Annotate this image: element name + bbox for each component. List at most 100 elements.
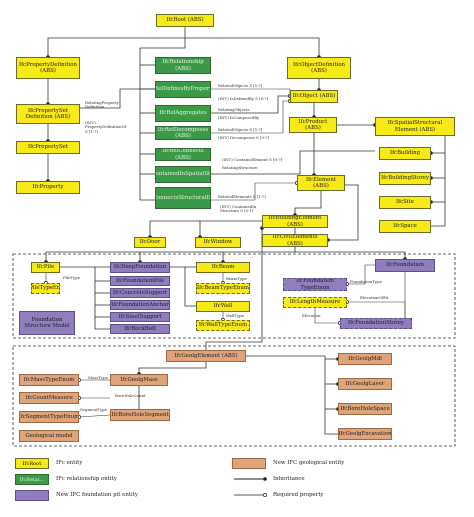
connector-line bbox=[198, 220, 262, 239]
node-geolmass: IfcGeolgMass bbox=[110, 374, 168, 386]
node-borespace: IfcBoreHoleSpace bbox=[338, 403, 392, 415]
edge-label-wall-type: WallType bbox=[226, 313, 245, 318]
node-rel1: IfcRelationship (ABS) bbox=[155, 57, 211, 74]
node-boreseg: IfcBoreHoleSegment bbox=[110, 409, 170, 421]
foundation-pit-region bbox=[12, 253, 456, 339]
connector-line bbox=[326, 184, 359, 242]
node-rel6: IfcRelContainedInSpatialStructure bbox=[155, 166, 211, 183]
node-geoelement: IfcGeolgElement (ABS) bbox=[166, 350, 246, 362]
node-propset: IfcPropertySet bbox=[16, 141, 80, 154]
node-countmeasure: IfcCountMeasure bbox=[19, 392, 79, 404]
legend-rel-swatch: IfcRelat... bbox=[15, 474, 49, 485]
legend-ifc-text: IFc entity bbox=[56, 460, 83, 466]
node-civilelements: IfcCivilElements (ABS) bbox=[262, 234, 328, 247]
node-rel3: IfcRelAggregates bbox=[155, 105, 211, 122]
edge-label-elevation-ofpit: ElevationOfPit bbox=[360, 295, 389, 300]
node-window: IfcWindow bbox=[195, 237, 241, 248]
connector-line bbox=[185, 37, 321, 59]
legend-line-samples bbox=[234, 477, 267, 497]
edge-label-inv-iscomposedby: (INV) IsComposedBy bbox=[218, 115, 260, 120]
node-rel4: IfcRelDecomposes (ABS) bbox=[155, 126, 211, 140]
connector-line bbox=[293, 191, 322, 217]
connector-line bbox=[211, 88, 292, 98]
node-propdef: IfcPropertyDefinition (ABS) bbox=[16, 57, 80, 79]
node-pile: IfcPile bbox=[31, 262, 60, 273]
edge-label-inv-contained: (INV) ContainedIn Structure S [0:1] bbox=[220, 204, 257, 214]
connector-line bbox=[184, 267, 196, 307]
node-lengthmeasure: IfcLengthMeasure bbox=[283, 297, 347, 308]
edge-label-borehole-count: BoreHoleCount bbox=[115, 393, 146, 398]
edge-label-relating-props: RelatingProperty Definition bbox=[85, 100, 119, 110]
node-buildingelement: IfcBuildingElement (ABS) bbox=[262, 215, 328, 228]
node-excavation: IfcGeolgExcavation bbox=[338, 428, 392, 440]
node-rel5: IfcRelConnects (ABS) bbox=[155, 148, 211, 161]
edge-label-segment-type: SegmentType bbox=[80, 407, 108, 412]
edge-label-elevation: Elevation bbox=[302, 313, 321, 318]
node-steelsupport: IfcSteelSupport bbox=[110, 312, 170, 322]
legend-required-text: Required property bbox=[273, 492, 324, 498]
connector-line bbox=[46, 27, 186, 59]
connector-line bbox=[314, 308, 342, 325]
node-ifcroot: IfcRoot (ABS) bbox=[156, 14, 214, 27]
node-rel7: IfcRelConnectsStructuralElement bbox=[155, 187, 211, 209]
connector-line bbox=[137, 362, 207, 376]
edge-label-relating-object: RelatingObjects bbox=[218, 107, 250, 112]
connector-line bbox=[211, 95, 290, 114]
node-geolmdl: IfcGeolgMdl bbox=[338, 353, 392, 365]
connector-line bbox=[94, 267, 110, 330]
edge-label-related-objects: RelatedObjects S [1:?] bbox=[218, 83, 263, 88]
connector-line bbox=[148, 220, 200, 239]
legend-pit-swatch bbox=[15, 490, 49, 501]
node-spatial: IfcSpatialStructural Element (ABS) bbox=[375, 117, 455, 136]
node-object: IfcObject (ABS) bbox=[290, 90, 338, 103]
node-foundpile: IfcFoundationPile bbox=[110, 276, 170, 286]
node-rockbolt: IfcRockBolt bbox=[110, 324, 170, 334]
edge-label-inv-contains: (INV) ContainsElement S [0:?] bbox=[222, 157, 282, 162]
connector-line bbox=[211, 150, 375, 175]
legend-inheritance-text: Inheritance bbox=[273, 476, 305, 482]
node-deepfound: IfcDeepFoundation bbox=[110, 262, 170, 273]
node-objdef: IfcObjectDefinition (ABS) bbox=[287, 57, 351, 79]
node-beam: IfcBeam bbox=[196, 262, 250, 273]
node-property: IfcProperty bbox=[16, 181, 80, 194]
connector-line bbox=[80, 88, 155, 109]
connector-line bbox=[431, 136, 446, 227]
legend-geo-swatch bbox=[232, 458, 266, 469]
edge-label-related-objects2: RelatedObjects S [1:?] bbox=[218, 127, 263, 132]
node-geomodel: Geological model bbox=[19, 430, 79, 442]
connector-line bbox=[139, 38, 186, 201]
legend-rel-text: IFc relationship entity bbox=[56, 476, 117, 482]
edge-label-inv-decomposes: (INV) Decomposes S [0:?] bbox=[218, 135, 269, 140]
edge-label-mass-type: MassType bbox=[88, 375, 108, 380]
connector-line bbox=[44, 251, 140, 264]
node-propsetdef: IfcPropertySet Definition (ABS) bbox=[16, 104, 80, 124]
node-masstype: IfcMassTypeEnum bbox=[19, 374, 79, 386]
node-product: IfcProduct (ABS) bbox=[289, 117, 337, 133]
node-geollayer: IfcGeolgLayer bbox=[338, 378, 392, 390]
node-concsupport: IfcConcreteSupport bbox=[110, 288, 170, 298]
edge-label-relating-structure: RelatingStructure bbox=[222, 165, 258, 170]
node-walltype: IfcWallTypeEnum bbox=[196, 320, 250, 331]
node-beamtype: IfcBeamTypeEnum bbox=[196, 283, 250, 294]
connector-line bbox=[211, 181, 299, 201]
node-storey: IfcBuildingStorey bbox=[379, 172, 431, 185]
node-foundation: IfcFoundation bbox=[375, 259, 435, 272]
node-segtype: IfcSegmentTypeEnum bbox=[19, 411, 79, 423]
node-element: IfcElement (ABS) bbox=[297, 175, 345, 191]
node-fndstorey: IfcFoundationStorey bbox=[340, 318, 412, 329]
node-space: IfcSpace bbox=[379, 220, 431, 233]
edge-label-inv-isdefined: (INV) IsDefinedBy S [0:?] bbox=[218, 96, 268, 101]
node-fsmodel: Foundation Structure Model bbox=[19, 311, 75, 335]
connector-line bbox=[77, 414, 111, 419]
node-rel2: IfcRelDefinesByProperties bbox=[155, 81, 211, 98]
connector-line bbox=[295, 251, 407, 261]
edge-label-related-elements: RelatedElements S [1:?] bbox=[218, 194, 266, 199]
legend-ifc-swatch: IfcRoot bbox=[15, 458, 49, 469]
connector-line bbox=[138, 251, 223, 264]
node-site: IfcSite bbox=[379, 196, 431, 209]
node-building: IfcBuilding bbox=[379, 147, 431, 160]
geological-region bbox=[12, 345, 456, 447]
connector-line bbox=[345, 264, 375, 286]
